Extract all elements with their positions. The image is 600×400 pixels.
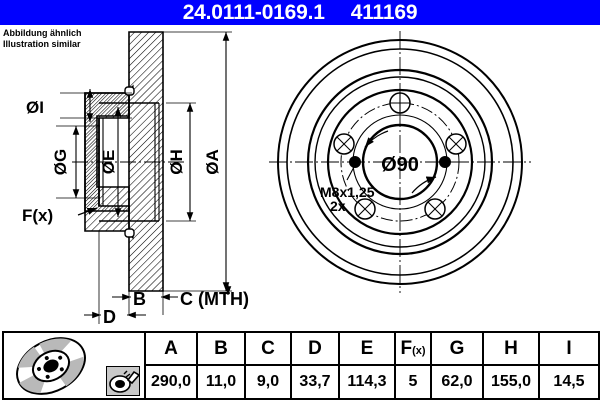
header-banner: [0, 0, 600, 25]
extension-lines: [56, 31, 232, 292]
dimension-b-c-d: B C (MTH) D: [84, 231, 249, 325]
fx-sub: (x): [412, 345, 426, 357]
table-value-fx: 5: [394, 364, 432, 400]
label-d: D: [103, 307, 116, 325]
dimension-dia-a: ØA: [203, 32, 230, 291]
spec-table: A B C D E F(x) G H I 290,0 11,0 9,0 33,7…: [2, 331, 600, 400]
bolt-hole: [424, 198, 446, 220]
table-header-b: B: [196, 331, 246, 366]
table-header-i: I: [538, 331, 600, 366]
thread-callout: M8x1,25 2x: [320, 166, 375, 214]
table-header-e: E: [338, 331, 396, 366]
header-title-group: 24.0111-0169.1 411169: [0, 0, 600, 25]
threaded-hole: [349, 156, 361, 168]
fx-main: F: [400, 338, 413, 359]
table-value-d: 33,7: [290, 364, 340, 400]
threaded-hole-group: [349, 156, 451, 168]
label-center-bore: Ø90: [381, 154, 419, 176]
table-value-a: 290,0: [144, 364, 198, 400]
table-header-c: C: [244, 331, 292, 366]
bolt-hole: [389, 92, 411, 114]
bolt-hole-group: [333, 92, 467, 220]
label-thread: M8x1,25: [320, 184, 375, 200]
note-line-en: Illustration similar: [3, 38, 81, 49]
table-header-g: G: [430, 331, 484, 366]
table-header-d: D: [290, 331, 340, 366]
reference-number: 411169: [350, 0, 418, 24]
label-dia-g: ØG: [51, 149, 70, 175]
table-value-row: 290,0 11,0 9,0 33,7 114,3 5 62,0 155,0 1…: [3, 364, 600, 400]
dimension-f-x: F(x): [22, 206, 98, 225]
label-f-x: F(x): [22, 206, 53, 225]
dimension-dia-i: ØI: [26, 89, 94, 122]
dimension-dia-e: ØE: [99, 107, 122, 217]
table-value-g: 62,0: [430, 364, 484, 400]
label-dia-a: ØA: [203, 149, 222, 175]
bolt-hole: [354, 198, 376, 220]
threaded-hole: [439, 156, 451, 168]
dimension-dia-g: ØG: [51, 126, 80, 198]
table-value-i: 14,5: [538, 364, 600, 400]
spec-table-wrap: A B C D E F(x) G H I 290,0 11,0 9,0 33,7…: [2, 331, 600, 400]
spray-coating-icon: [106, 366, 140, 396]
part-number: 24.0111-0169.1: [182, 0, 325, 24]
table-value-b: 11,0: [196, 364, 246, 400]
dimension-dia-h: ØH: [167, 103, 194, 221]
table-header-a: A: [144, 331, 198, 366]
table-header-row: A B C D E F(x) G H I: [2, 331, 600, 400]
table-header-h: H: [482, 331, 540, 366]
label-b: B: [133, 289, 146, 309]
table-value-h: 155,0: [482, 364, 540, 400]
bolt-hole: [445, 133, 467, 155]
table-value-e: 114,3: [338, 364, 396, 400]
table-value-c: 9,0: [244, 364, 292, 400]
label-dia-e: ØE: [99, 150, 118, 175]
label-dia-h: ØH: [167, 149, 186, 175]
brake-disc-icon: [16, 337, 86, 395]
table-header-fx: F(x): [394, 331, 432, 366]
icon-cell: [2, 331, 146, 400]
technical-drawing: ØI ØG ØE ØH ØA F(x): [0, 25, 600, 325]
face-view: Ø90 M8x1,25 2x: [269, 31, 531, 293]
label-dia-i: ØI: [26, 98, 44, 117]
note-line-de: Abbildung ähnlich: [3, 28, 82, 38]
label-c: C (MTH): [180, 289, 249, 309]
bolt-hole: [333, 133, 355, 155]
label-thread-count: 2x: [330, 198, 346, 214]
